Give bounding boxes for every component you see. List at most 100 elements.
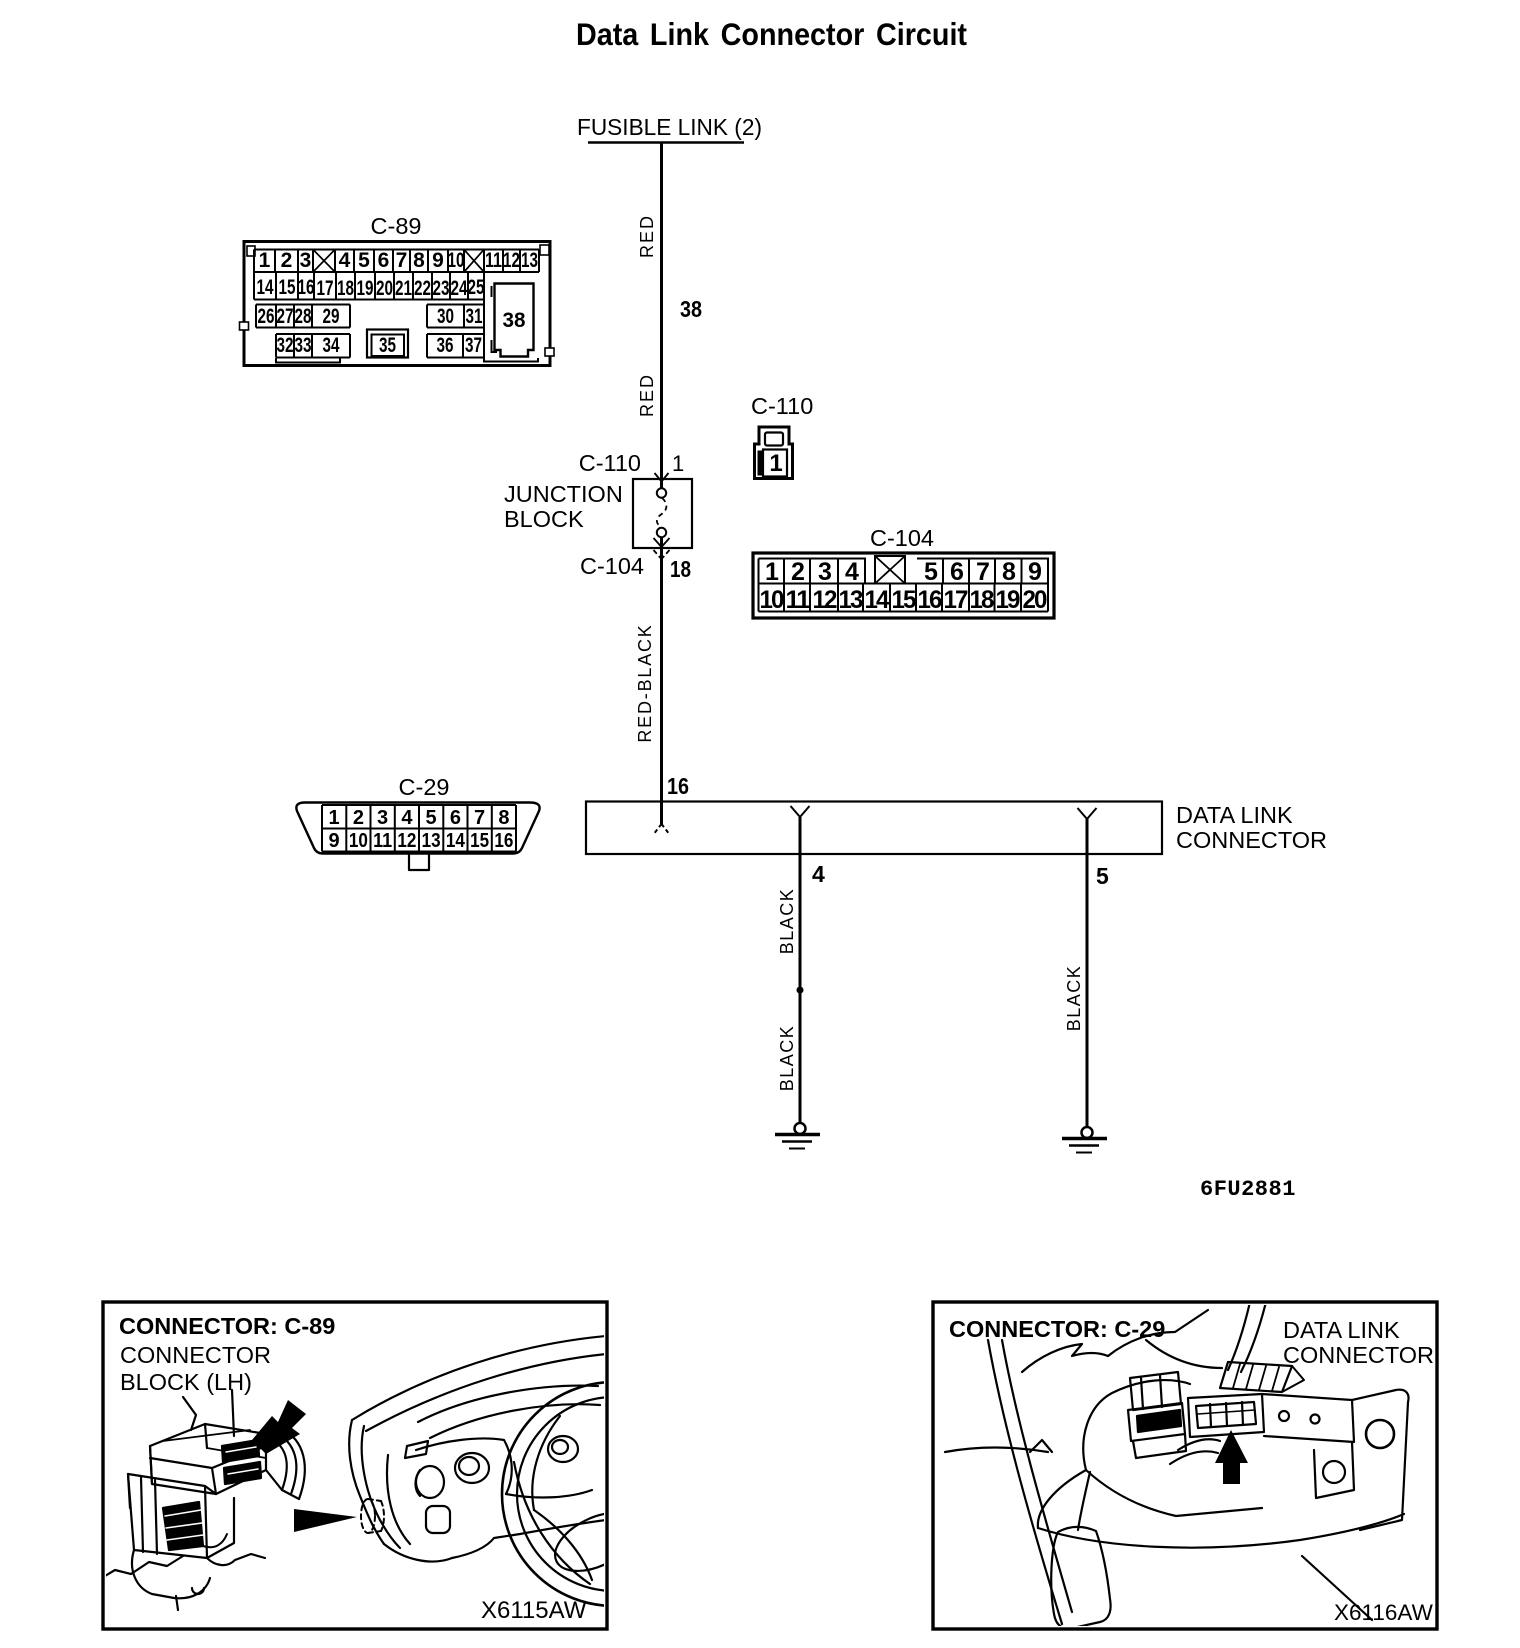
svg-text:23: 23 xyxy=(433,277,450,300)
svg-text:19: 19 xyxy=(357,277,374,300)
svg-text:2: 2 xyxy=(791,558,804,586)
svg-text:24: 24 xyxy=(451,277,468,300)
svg-text:21: 21 xyxy=(395,277,412,300)
svg-text:32: 32 xyxy=(277,334,294,357)
svg-text:CONNECTOR: CONNECTOR xyxy=(120,1342,271,1368)
svg-text:RED: RED xyxy=(637,214,657,258)
svg-text:3: 3 xyxy=(818,558,831,586)
svg-text:20: 20 xyxy=(376,277,393,300)
svg-text:5: 5 xyxy=(426,807,437,829)
svg-text:18: 18 xyxy=(337,277,354,300)
svg-text:X6115AW: X6115AW xyxy=(481,1597,587,1624)
svg-text:12: 12 xyxy=(813,586,837,614)
svg-text:22: 22 xyxy=(414,277,431,300)
svg-text:16: 16 xyxy=(494,830,513,852)
svg-text:C-110: C-110 xyxy=(751,393,813,419)
svg-text:5: 5 xyxy=(358,249,370,272)
svg-text:38: 38 xyxy=(503,309,526,332)
svg-text:37: 37 xyxy=(465,334,482,357)
svg-text:RED-BLACK: RED-BLACK xyxy=(635,623,655,742)
svg-text:3: 3 xyxy=(377,807,388,829)
svg-text:BLACK: BLACK xyxy=(777,888,797,955)
svg-text:11: 11 xyxy=(786,586,811,614)
svg-text:28: 28 xyxy=(295,305,312,328)
svg-text:4: 4 xyxy=(339,249,351,272)
svg-text:16: 16 xyxy=(918,586,942,614)
svg-text:C-104: C-104 xyxy=(580,553,644,579)
svg-text:BLACK: BLACK xyxy=(777,1025,797,1092)
svg-text:9: 9 xyxy=(432,249,444,272)
svg-text:6: 6 xyxy=(950,558,963,586)
svg-text:10: 10 xyxy=(448,249,465,272)
svg-text:1: 1 xyxy=(765,558,779,586)
svg-text:C-110: C-110 xyxy=(579,450,641,476)
svg-text:JUNCTION: JUNCTION xyxy=(504,481,623,507)
svg-text:8: 8 xyxy=(413,249,425,272)
svg-text:6FU2881: 6FU2881 xyxy=(1200,1177,1296,1202)
svg-text:CONNECTOR: CONNECTOR xyxy=(1283,1342,1434,1368)
svg-text:25: 25 xyxy=(468,276,485,299)
svg-text:15: 15 xyxy=(892,586,917,614)
svg-text:CONNECTOR: CONNECTOR xyxy=(1176,827,1327,853)
svg-text:FUSIBLE LINK (2): FUSIBLE LINK (2) xyxy=(577,114,762,140)
svg-text:17: 17 xyxy=(317,277,334,300)
svg-text:13: 13 xyxy=(422,830,441,852)
svg-text:14: 14 xyxy=(865,586,890,614)
svg-text:1: 1 xyxy=(328,807,339,829)
svg-text:9: 9 xyxy=(1028,558,1041,586)
svg-text:12: 12 xyxy=(397,830,416,852)
svg-text:16: 16 xyxy=(667,773,689,799)
svg-text:18: 18 xyxy=(970,586,995,614)
svg-text:30: 30 xyxy=(437,305,454,328)
svg-text:10: 10 xyxy=(760,586,784,614)
svg-text:9: 9 xyxy=(328,830,339,852)
svg-text:34: 34 xyxy=(323,334,340,357)
svg-text:27: 27 xyxy=(277,305,294,328)
svg-text:38: 38 xyxy=(680,296,702,322)
svg-text:CONNECTOR: C-89: CONNECTOR: C-89 xyxy=(119,1313,335,1339)
svg-text:16: 16 xyxy=(298,276,315,299)
svg-text:26: 26 xyxy=(258,305,275,328)
svg-text:DATA LINK: DATA LINK xyxy=(1176,802,1293,828)
svg-text:X6116AW: X6116AW xyxy=(1334,1600,1434,1625)
svg-text:1: 1 xyxy=(259,249,271,272)
svg-text:8: 8 xyxy=(1002,558,1016,586)
svg-text:15: 15 xyxy=(470,830,489,852)
svg-text:4: 4 xyxy=(401,807,413,829)
svg-text:5: 5 xyxy=(1096,863,1109,889)
svg-text:3: 3 xyxy=(300,249,312,272)
svg-text:17: 17 xyxy=(944,586,968,614)
svg-text:1: 1 xyxy=(769,450,782,477)
svg-text:18: 18 xyxy=(670,556,691,582)
svg-text:13: 13 xyxy=(521,249,538,272)
svg-text:BLACK: BLACK xyxy=(1064,965,1084,1032)
svg-text:6: 6 xyxy=(378,249,390,272)
svg-text:11: 11 xyxy=(373,830,392,852)
svg-text:2: 2 xyxy=(281,249,293,272)
svg-text:15: 15 xyxy=(279,276,296,299)
svg-text:29: 29 xyxy=(323,305,340,328)
svg-text:CONNECTOR: C-29: CONNECTOR: C-29 xyxy=(949,1316,1165,1342)
svg-text:7: 7 xyxy=(474,807,485,829)
svg-text:14: 14 xyxy=(446,830,466,852)
svg-text:14: 14 xyxy=(257,276,274,299)
svg-text:RED: RED xyxy=(637,373,657,417)
svg-text:C-89: C-89 xyxy=(371,213,422,239)
svg-text:BLOCK (LH): BLOCK (LH) xyxy=(120,1369,252,1395)
svg-text:11: 11 xyxy=(485,249,502,272)
svg-text:C-104: C-104 xyxy=(870,525,934,551)
svg-text:2: 2 xyxy=(353,807,364,829)
svg-text:4: 4 xyxy=(812,861,825,887)
svg-text:33: 33 xyxy=(295,334,312,357)
svg-text:31: 31 xyxy=(466,305,483,328)
svg-text:7: 7 xyxy=(976,558,989,586)
svg-text:13: 13 xyxy=(839,586,863,614)
svg-text:4: 4 xyxy=(845,558,859,586)
svg-text:35: 35 xyxy=(379,334,396,357)
svg-text:36: 36 xyxy=(437,334,454,357)
svg-text:BLOCK: BLOCK xyxy=(504,506,584,532)
svg-text:19: 19 xyxy=(996,586,1020,614)
svg-text:1: 1 xyxy=(672,451,684,476)
svg-text:DATA LINK: DATA LINK xyxy=(1283,1317,1400,1343)
svg-text:12: 12 xyxy=(503,249,520,272)
